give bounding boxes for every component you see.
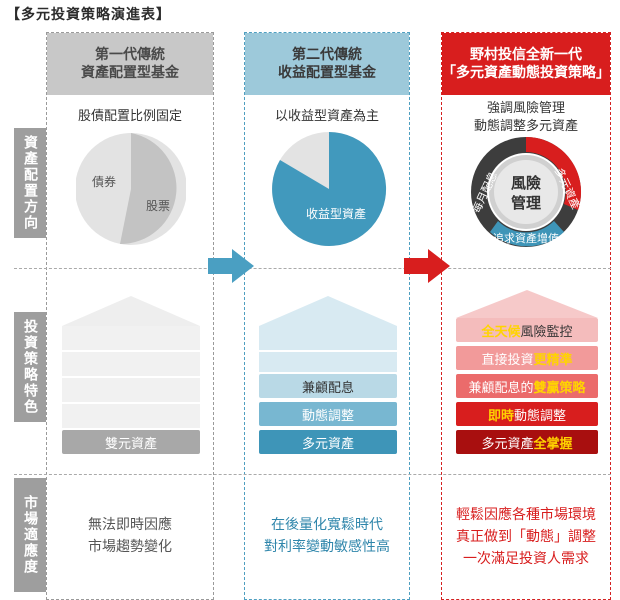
pie-label-bonds: 債券 — [92, 174, 116, 189]
gen3-bar-5: 多元資產全掌握 — [456, 430, 598, 454]
gen3-strategy-roof — [456, 290, 598, 318]
arrow-gen2-to-gen3 — [404, 249, 450, 283]
arrow-gen1-to-gen2 — [208, 249, 254, 283]
gen3-market-note: 輕鬆因應各種市場環境真正做到「動態」調整一次滿足投資人需求 — [456, 507, 596, 567]
gen2-strategy-stack — [259, 296, 397, 372]
gen3-allocation-note: 強調風險管理動態調整多元資產 — [473, 101, 578, 134]
gen2-market-note: 在後量化寬鬆時代對利率變動敏感性高 — [264, 517, 390, 555]
gen1-allocation-note: 股債配置比例固定 — [77, 109, 182, 124]
pie-label-income-assets: 收益型資產 — [306, 206, 366, 221]
gen2-bar-multi-asset: 多元資產 — [259, 430, 397, 454]
gen2-pie-chart: 收益型資產 — [272, 131, 387, 246]
svg-text:風險: 風險 — [511, 174, 541, 192]
gen3-bar-2: 直接投資更精準 — [456, 346, 598, 370]
column-header-gen3: 野村投信全新一代「多元資產動態投資策略」 — [442, 33, 610, 95]
pie-slice-income-assets — [272, 131, 387, 246]
pie-label-stocks: 股票 — [146, 199, 170, 213]
gen1-bar-dual-asset: 雙元資產 — [62, 430, 200, 454]
column-header-gen2: 第二代傳統收益配置型基金 — [245, 33, 409, 95]
svg-text:追求資產增值: 追求資產增值 — [493, 231, 559, 245]
gen2-bar-dividend: 兼顧配息 — [259, 374, 397, 398]
gen3-bar-1: 全天候風險監控 — [456, 318, 598, 342]
pie-slice-stocks — [120, 133, 177, 245]
gen3-risk-ring: 風險 管理 每月配息 多元資產 追求資產增值 — [469, 137, 583, 247]
gen1-market-note: 無法即時因應市場趨勢變化 — [88, 517, 172, 555]
gen3-bar-3: 兼顧配息的雙贏策略 — [456, 374, 598, 398]
gen1-pie-chart: 債券 股票 — [76, 133, 186, 245]
row-label-asset-allocation: 資產配置方向 — [14, 128, 46, 238]
page-title: 【多元投資策略演進表】 — [6, 7, 171, 23]
gen2-allocation-note: 以收益型資產為主 — [274, 109, 379, 124]
column-header-gen1: 第一代傳統資產配置型基金 — [47, 33, 213, 95]
gen3-bar-4: 即時動態調整 — [456, 402, 598, 426]
gen2-bar-dynamic: 動態調整 — [259, 402, 397, 426]
gen1-strategy-stack — [62, 296, 200, 428]
row-label-strategy-features: 投資策略特色 — [14, 312, 46, 422]
row-divider-1 — [14, 268, 611, 269]
svg-text:管理: 管理 — [511, 194, 541, 212]
row-label-market-adaptability: 市場適應度 — [14, 478, 46, 592]
row-divider-2 — [14, 474, 611, 475]
